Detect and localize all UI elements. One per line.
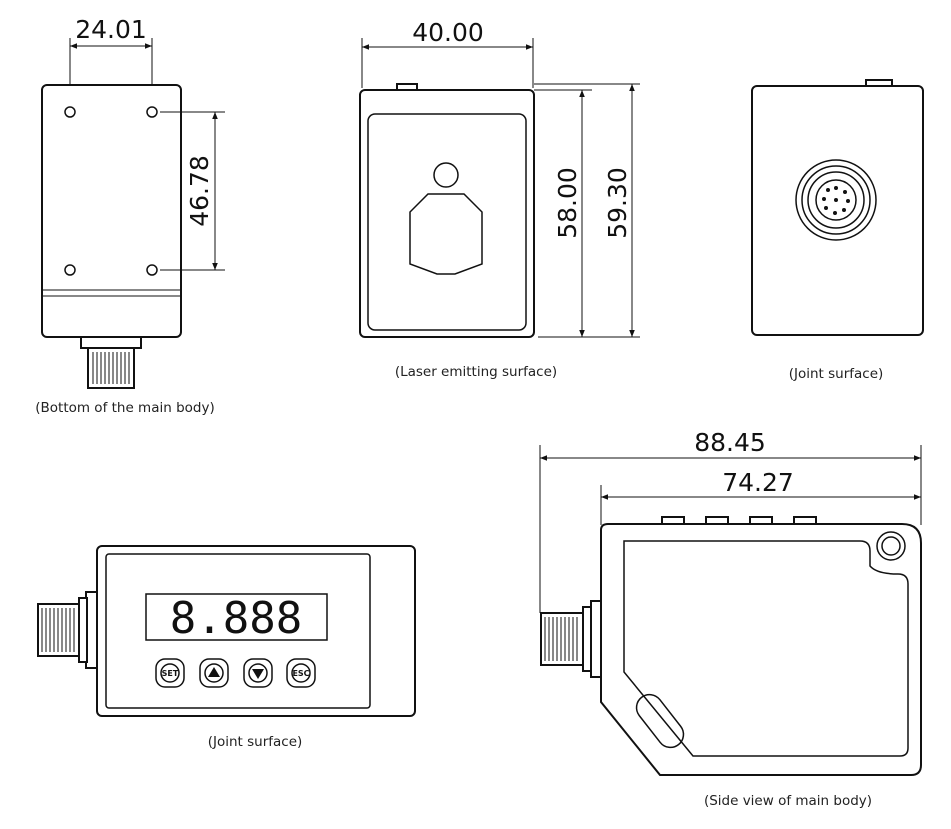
connector-socket: [815, 179, 857, 221]
lens-window: [367, 113, 527, 331]
top-button: [749, 516, 773, 525]
connector-pin: [843, 190, 847, 194]
side-view: 88.45 74.27 (Side view of main body): [539, 428, 922, 809]
dim-label-59-30: 59.30: [603, 167, 632, 239]
esc-button[interactable]: [286, 658, 316, 688]
set-button-label: SET: [162, 669, 179, 678]
dim-label-58-00: 58.00: [553, 167, 582, 239]
mounting-hole: [64, 106, 76, 118]
top-button: [661, 516, 685, 525]
connector-pin: [824, 206, 828, 210]
lcd-display: [145, 593, 328, 641]
connector-pin: [822, 197, 826, 201]
connector-pin: [834, 186, 838, 190]
side-body-outline: [600, 523, 922, 776]
laser-aperture: [409, 193, 483, 275]
dim-label-46-78: 46.78: [185, 155, 214, 227]
lcd-readout: 8.888: [170, 593, 302, 644]
mounting-hole: [146, 264, 158, 276]
mounting-hole-side: [876, 531, 906, 561]
caption-bottom: (Bottom of the main body): [35, 400, 215, 416]
mounting-slot: [635, 693, 685, 749]
top-button: [705, 516, 729, 525]
joint-surface-display-view: 8.888 SET ESC (Joint surface): [37, 545, 416, 750]
mounting-hole: [64, 264, 76, 276]
bottom-body-outline: [41, 84, 182, 338]
caption-side: (Side view of main body): [704, 793, 872, 809]
side-connector-plug: [540, 600, 602, 678]
dim-label-24-01: 24.01: [75, 15, 147, 44]
connector-pin: [834, 198, 838, 202]
down-arrow-icon: [252, 669, 264, 679]
dim-label-74-27: 74.27: [722, 468, 794, 497]
joint-surface-connector-view: (Joint surface): [751, 79, 924, 382]
indicator-hole: [433, 162, 459, 188]
panel-bezel: [105, 553, 371, 709]
esc-button-label: ESC: [292, 669, 309, 678]
up-button[interactable]: [199, 658, 229, 688]
laser-body-outline: [359, 89, 535, 338]
caption-joint-front: (Joint surface): [208, 734, 303, 750]
connector-plug: [80, 336, 142, 389]
connector-pin: [842, 208, 846, 212]
caption-joint-top: (Joint surface): [789, 366, 884, 382]
set-button[interactable]: [155, 658, 185, 688]
dim-label-40-00: 40.00: [412, 18, 484, 47]
connector-pin: [826, 188, 830, 192]
joint-body-outline: [751, 85, 924, 336]
connector-pin: [833, 211, 837, 215]
mounting-hole: [146, 106, 158, 118]
down-button[interactable]: [243, 658, 273, 688]
caption-laser: (Laser emitting surface): [395, 364, 557, 380]
connector-pin: [846, 199, 850, 203]
laser-surface-view: 40.00 58.00 59.30 (Laser emitting surfac…: [359, 18, 640, 380]
top-button: [793, 516, 817, 525]
side-connector: [37, 591, 98, 669]
bottom-view: 24.01 46.78 (Bottom of the main body): [35, 15, 225, 416]
connector-nut: [795, 159, 877, 241]
dim-label-88-45: 88.45: [694, 428, 766, 457]
up-arrow-icon: [208, 667, 220, 677]
side-recessed-panel: [623, 540, 909, 757]
